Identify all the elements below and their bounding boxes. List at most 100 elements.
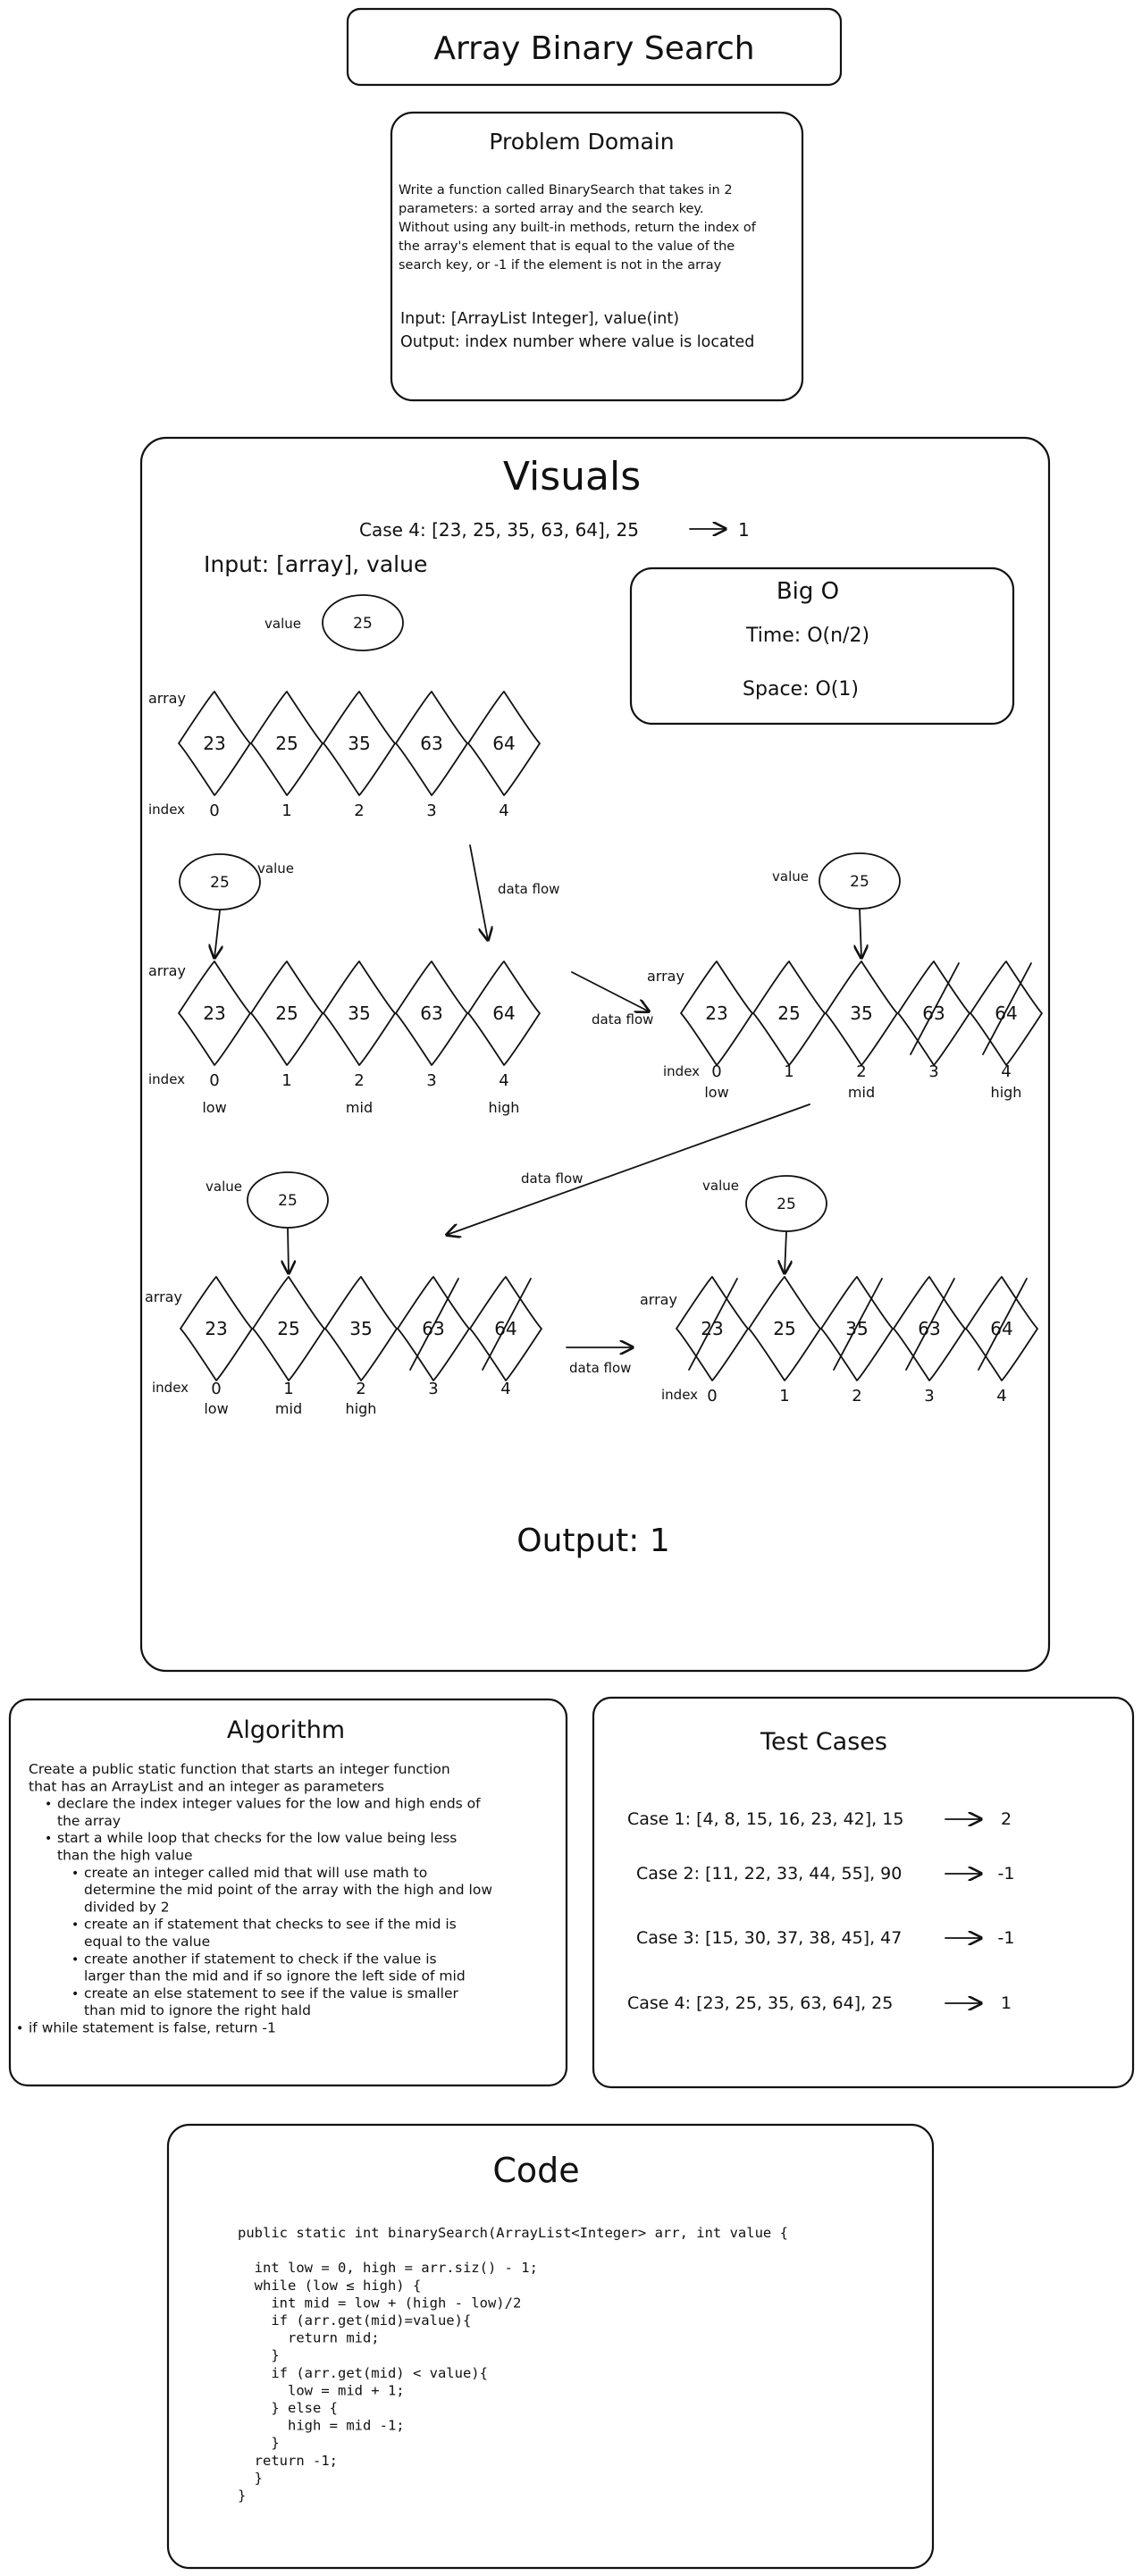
visuals-heading: Visuals bbox=[503, 454, 641, 499]
value-bubble bbox=[247, 1171, 329, 1229]
code-line: return -1; bbox=[238, 2453, 338, 2469]
index-value: 4 bbox=[1001, 1062, 1011, 1081]
test-case-result: -1 bbox=[998, 1864, 1015, 1884]
mid-marker: mid bbox=[848, 1084, 875, 1101]
array-cell-value: 35 bbox=[348, 733, 370, 754]
cross-out-strike bbox=[688, 1278, 738, 1371]
algorithm-heading: Algorithm bbox=[227, 1716, 345, 1744]
array-cell-diamond bbox=[893, 1276, 966, 1381]
array-cell: 23 bbox=[178, 961, 251, 1066]
algorithm-line: that has an ArrayList and an integer as … bbox=[29, 1778, 384, 1794]
algorithm-line: declare the index integer values for the… bbox=[57, 1796, 481, 1812]
value-label: value bbox=[265, 616, 301, 632]
visuals-input-label: Input: [array], value bbox=[204, 551, 427, 577]
index-value: 1 bbox=[784, 1062, 794, 1081]
array-cell-diamond bbox=[897, 961, 970, 1066]
visuals-card: Visuals Case 4: [23, 25, 35, 63, 64], 25… bbox=[139, 436, 1051, 1673]
problem-domain-description-line: Write a function called BinarySearch tha… bbox=[399, 183, 733, 197]
problem-domain-description-line: the array's element that is equal to the… bbox=[399, 239, 735, 254]
high-marker: high bbox=[991, 1084, 1022, 1101]
index-label: index bbox=[148, 1071, 185, 1087]
problem-domain-description-line: parameters: a sorted array and the searc… bbox=[399, 202, 704, 216]
low-marker: low bbox=[202, 1099, 226, 1116]
bullet-icon: • bbox=[45, 1832, 52, 1846]
code-line: } bbox=[238, 2470, 263, 2486]
array-cell-value: 25 bbox=[277, 1318, 299, 1339]
value-label: value bbox=[702, 1178, 739, 1194]
index-value: 0 bbox=[209, 1071, 219, 1090]
low-marker: low bbox=[704, 1084, 728, 1101]
array-cell: 25 bbox=[748, 1276, 821, 1381]
array-cell: 25 bbox=[250, 691, 323, 796]
test-case-label: Case 3: [15, 30, 37, 38, 45], 47 bbox=[636, 1928, 902, 1948]
big-o-heading: Big O bbox=[777, 578, 839, 605]
array-cell-diamond bbox=[825, 961, 898, 1066]
cross-out-strike bbox=[482, 1278, 532, 1371]
code-line: while (low ≤ high) { bbox=[238, 2278, 421, 2294]
algorithm-card: Algorithm Create a public static functio… bbox=[8, 1698, 568, 2087]
array-cell: 63 bbox=[395, 961, 468, 1066]
array-cell: 35 bbox=[323, 691, 396, 796]
array-cell: 64 bbox=[467, 691, 541, 796]
index-value: 4 bbox=[996, 1387, 1006, 1405]
bullet-icon: • bbox=[71, 1918, 79, 1933]
index-value: 2 bbox=[356, 1380, 365, 1398]
problem-domain-description: Write a function called BinarySearch tha… bbox=[399, 183, 757, 273]
code-line: high = mid -1; bbox=[238, 2418, 405, 2434]
data-flow-label-2: data flow bbox=[592, 1011, 653, 1028]
index-value: 2 bbox=[354, 1071, 364, 1090]
value-bubble bbox=[322, 594, 404, 651]
array-cell-diamond bbox=[178, 961, 251, 1066]
mid-marker: mid bbox=[275, 1400, 302, 1417]
code-line: public static int binarySearch(ArrayList… bbox=[238, 2225, 788, 2241]
bullet-icon: • bbox=[71, 1987, 79, 2001]
array-cell-value: 35 bbox=[850, 1003, 872, 1024]
index-value: 1 bbox=[283, 1380, 293, 1398]
array-cell-value: 64 bbox=[990, 1318, 1012, 1339]
value-bubble bbox=[179, 853, 261, 910]
array-cell-diamond bbox=[180, 1276, 253, 1381]
array-label: array bbox=[145, 1288, 182, 1305]
value-bubble bbox=[745, 1175, 827, 1232]
array-cell-diamond bbox=[323, 961, 396, 1066]
code-line: return mid; bbox=[238, 2330, 380, 2346]
array-cell-value: 63 bbox=[922, 1003, 945, 1024]
index-label: index bbox=[663, 1063, 700, 1079]
index-value: 0 bbox=[211, 1380, 221, 1398]
big-o-frame bbox=[629, 566, 1015, 726]
big-o-space: Space: O(1) bbox=[743, 678, 859, 701]
problem-domain-card: Problem Domain Write a function called B… bbox=[390, 111, 804, 402]
array-cell: 64 bbox=[469, 1276, 542, 1381]
index-value: 1 bbox=[281, 1071, 291, 1090]
visuals-output: Output: 1 bbox=[516, 1523, 670, 1559]
index-value: 0 bbox=[209, 801, 219, 820]
code-line: } bbox=[238, 2488, 246, 2504]
title-card: Array Binary Search bbox=[346, 7, 843, 87]
algorithm-line: Create a public static function that sta… bbox=[29, 1761, 450, 1777]
code-line: } bbox=[238, 2347, 280, 2363]
data-flow-label-4: data flow bbox=[569, 1360, 631, 1376]
algorithm-steps: Create a public static function that sta… bbox=[16, 1761, 492, 2036]
index-value: 4 bbox=[499, 1071, 508, 1090]
code-frame bbox=[166, 2123, 935, 2570]
array-cell-value: 63 bbox=[918, 1318, 940, 1339]
array-cell: 35 bbox=[323, 961, 396, 1066]
index-label: index bbox=[152, 1380, 189, 1396]
low-marker: low bbox=[204, 1400, 228, 1417]
array-cell-value: 64 bbox=[494, 1318, 516, 1339]
search-value: 25 bbox=[850, 873, 869, 891]
index-value: 1 bbox=[281, 801, 291, 820]
title-frame bbox=[346, 7, 843, 87]
array-cell: 35 bbox=[820, 1276, 894, 1381]
array-cell: 64 bbox=[467, 961, 541, 1066]
array-cell-value: 64 bbox=[492, 1003, 515, 1024]
array-cell-diamond bbox=[250, 691, 323, 796]
value-arrow bbox=[288, 1228, 289, 1273]
algorithm-line: determine the mid point of the array wit… bbox=[84, 1882, 492, 1898]
visuals-case-result: 1 bbox=[738, 519, 750, 541]
array-cell-value: 25 bbox=[773, 1318, 795, 1339]
algorithm-line: if while statement is false, return -1 bbox=[29, 2020, 276, 2036]
problem-domain-output: Output: index number where value is loca… bbox=[400, 333, 754, 351]
array-cell: 35 bbox=[324, 1276, 398, 1381]
